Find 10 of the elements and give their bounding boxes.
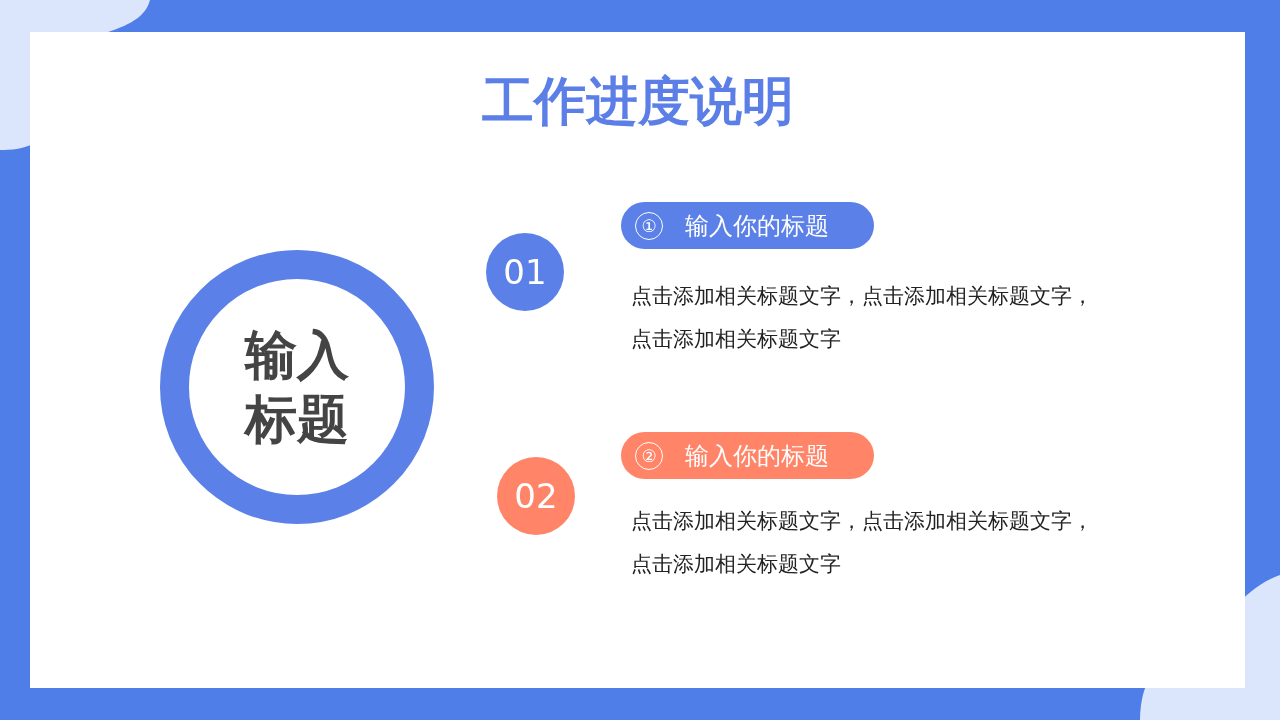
heading-text: 输入你的标题 [685,440,829,472]
heading-pill [621,202,874,249]
title-ring: 输入标题 [160,250,434,524]
number-circle: 02 [497,457,575,535]
number-circle: 01 [486,233,564,311]
heading-pill [621,432,874,479]
heading-text: 输入你的标题 [685,210,829,242]
slide-title: 工作进度说明 [480,70,795,133]
body-text: 点击添加相关标题文字，点击添加相关标题文字，点击添加相关标题文字 [631,283,1094,353]
body-text: 点击添加相关标题文字，点击添加相关标题文字，点击添加相关标题文字 [631,508,1094,578]
